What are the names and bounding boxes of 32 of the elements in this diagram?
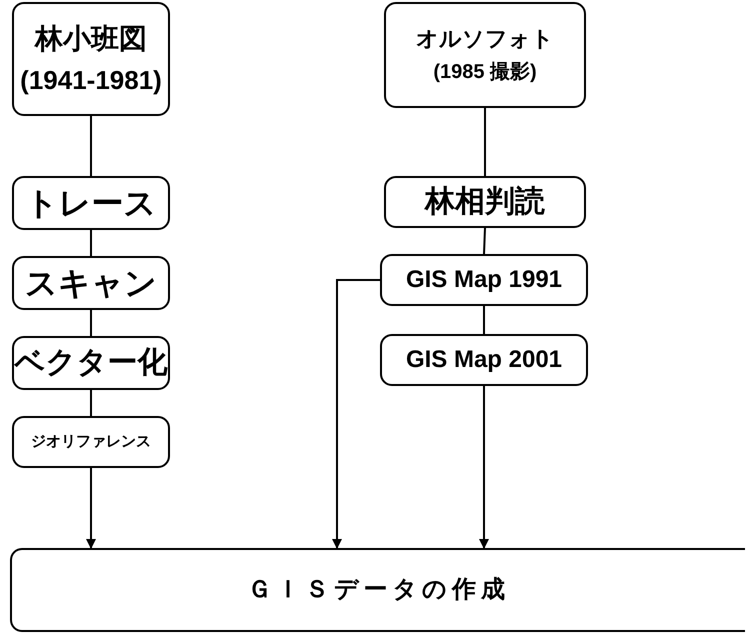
box-label: ＧＩＳデータの作成 [247, 575, 510, 605]
process-box [384, 2, 586, 108]
connector-line [90, 116, 92, 176]
box-label: ベクター化 [14, 345, 168, 382]
process-box [12, 176, 170, 230]
arrow [479, 386, 489, 549]
arrow [332, 279, 380, 549]
box-label: 林相判読 [425, 184, 545, 220]
connector-line [90, 310, 92, 336]
box-label: オルソフォト [416, 24, 554, 52]
connector-line [90, 230, 92, 256]
process-box [12, 416, 170, 468]
box-label: ジオリファレンス [31, 432, 151, 452]
arrow [86, 468, 96, 549]
box-label: トレース [26, 184, 156, 223]
process-box [384, 176, 586, 228]
box-label: スキャン [25, 264, 157, 303]
connector-line [483, 228, 486, 254]
box-label: GIS Map 1991 [406, 265, 562, 295]
process-box [380, 334, 588, 386]
process-box [12, 336, 170, 390]
connector-line [90, 390, 92, 416]
process-box [12, 256, 170, 310]
connector-line [484, 108, 486, 176]
box-label: 林小班図 [35, 22, 147, 56]
connector-line [483, 306, 485, 334]
box-label: (1985 撮影) [433, 60, 537, 86]
box-label: (1941-1981) [20, 64, 162, 97]
box-label: GIS Map 2001 [406, 345, 562, 375]
process-box [10, 548, 745, 632]
process-box [380, 254, 588, 306]
process-box [12, 2, 170, 116]
